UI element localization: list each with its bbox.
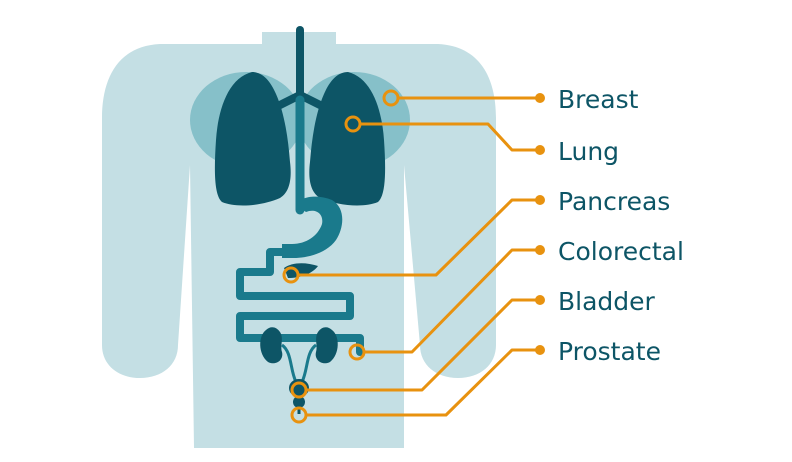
label-breast: Breast [558,85,639,114]
lungs [214,72,386,206]
label-bladder: Bladder [558,287,656,316]
kidney-right [315,327,338,364]
marker-lung [344,115,362,133]
leader-prostate [306,348,538,417]
lung-right [309,72,386,206]
leader-lines [298,96,538,417]
dot-colorectal [535,245,545,255]
prostate-organ [293,396,305,408]
marker-pancreas [282,266,300,284]
kidney-left [260,327,283,364]
label-dots [535,93,545,355]
label-prostate: Prostate [558,337,661,366]
site-markers [282,89,400,424]
dot-bladder [535,295,545,305]
label-lung: Lung [558,137,619,166]
marker-breast [382,89,400,107]
lung-left [214,72,291,206]
marker-prostate [290,406,308,424]
dot-pancreas [535,195,545,205]
leader-lung [360,122,538,152]
dot-breast [535,93,545,103]
marker-colorectal [348,343,366,361]
stomach [282,196,343,258]
dot-lung [535,145,545,155]
leader-pancreas [298,198,538,277]
marker-bladder [290,381,308,399]
leader-colorectal [364,248,538,354]
label-colorectal: Colorectal [558,237,684,266]
ureters [280,343,318,383]
leader-bladder [306,298,538,392]
dot-prostate [535,345,545,355]
site-labels: Breast Lung Pancreas Colorectal Bladder … [558,85,684,366]
label-pancreas: Pancreas [558,187,670,216]
